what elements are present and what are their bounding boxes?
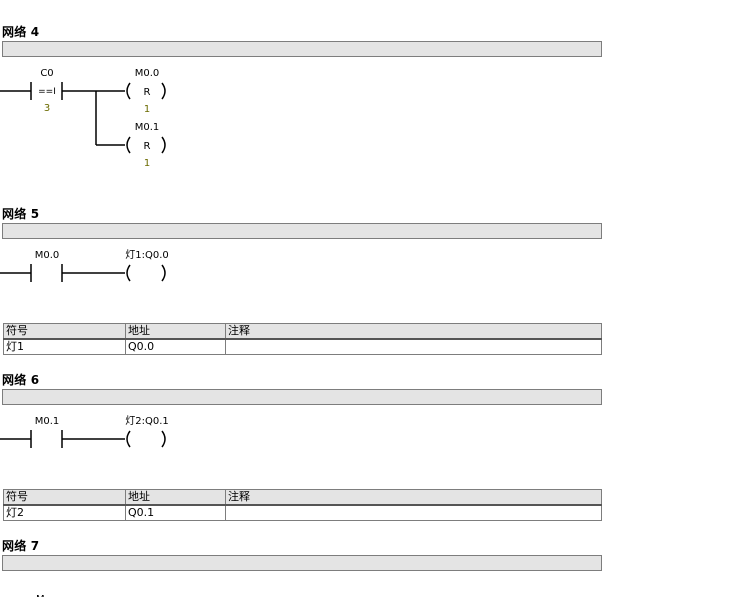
reset-coil-1-count: 1: [144, 104, 150, 115]
table-row[interactable]: 灯1 Q0.0: [3, 338, 602, 355]
compare-contact-operand: 3: [44, 103, 50, 114]
column-header-address[interactable]: 地址: [125, 489, 226, 506]
network-6-ladder: M0.1 灯2:Q0.1: [0, 415, 169, 448]
symbol-cell[interactable]: 灯2: [3, 504, 126, 521]
reset-coil-2-address: M0.1: [135, 122, 160, 133]
address-cell[interactable]: Q0.0: [125, 338, 226, 355]
network-6-comment-bar[interactable]: [2, 389, 602, 405]
network-5-comment-bar[interactable]: [2, 223, 602, 239]
column-header-symbol[interactable]: 符号: [3, 323, 126, 340]
column-header-symbol[interactable]: 符号: [3, 489, 126, 506]
output-coil[interactable]: [126, 430, 166, 448]
table-header-row: 符号 地址 注释: [3, 323, 602, 340]
symbol-table-network-5: 符号 地址 注释 灯1 Q0.0: [3, 323, 602, 355]
network-4-title: 网络 4: [2, 25, 40, 39]
compare-contact-operator: ==I: [38, 87, 56, 97]
address-cell[interactable]: Q0.1: [125, 504, 226, 521]
symbol-cell[interactable]: 灯1: [3, 338, 126, 355]
contact-address: M0.1: [35, 416, 60, 427]
partial-contact-address: M: [36, 594, 45, 597]
network-5-ladder: M0.0 灯1:Q0.0: [0, 249, 169, 282]
reset-coil-1[interactable]: [126, 82, 166, 100]
reset-coil-2-count: 1: [144, 158, 150, 169]
coil-address: 灯2:Q0.1: [125, 415, 169, 427]
network-7-title: 网络 7: [2, 539, 40, 553]
comment-cell[interactable]: [225, 504, 602, 521]
coil-address: 灯1:Q0.0: [125, 249, 169, 261]
reset-coil-2[interactable]: [126, 136, 166, 154]
column-header-comment[interactable]: 注释: [225, 323, 602, 340]
comment-cell[interactable]: [225, 338, 602, 355]
column-header-comment[interactable]: 注释: [225, 489, 602, 506]
compare-contact-address: C0: [40, 68, 53, 79]
network-5-title: 网络 5: [2, 207, 40, 221]
network-6-title: 网络 6: [2, 373, 40, 387]
network-7-comment-bar[interactable]: [2, 555, 602, 571]
reset-coil-2-type: R: [144, 141, 151, 152]
network-4-ladder: C0 ==I 3 M0.0 R 1 M0.1 R 1: [0, 68, 166, 169]
normally-open-contact[interactable]: [30, 264, 63, 282]
table-row[interactable]: 灯2 Q0.1: [3, 504, 602, 521]
reset-coil-1-type: R: [144, 87, 151, 98]
reset-coil-1-address: M0.0: [135, 68, 160, 79]
normally-open-contact[interactable]: [30, 430, 63, 448]
output-coil[interactable]: [126, 264, 166, 282]
network-4-comment-bar[interactable]: [2, 41, 602, 57]
column-header-address[interactable]: 地址: [125, 323, 226, 340]
network-7-ladder-partial: M: [36, 594, 45, 597]
table-header-row: 符号 地址 注释: [3, 489, 602, 506]
contact-address: M0.0: [35, 250, 60, 261]
symbol-table-network-6: 符号 地址 注释 灯2 Q0.1: [3, 489, 602, 521]
